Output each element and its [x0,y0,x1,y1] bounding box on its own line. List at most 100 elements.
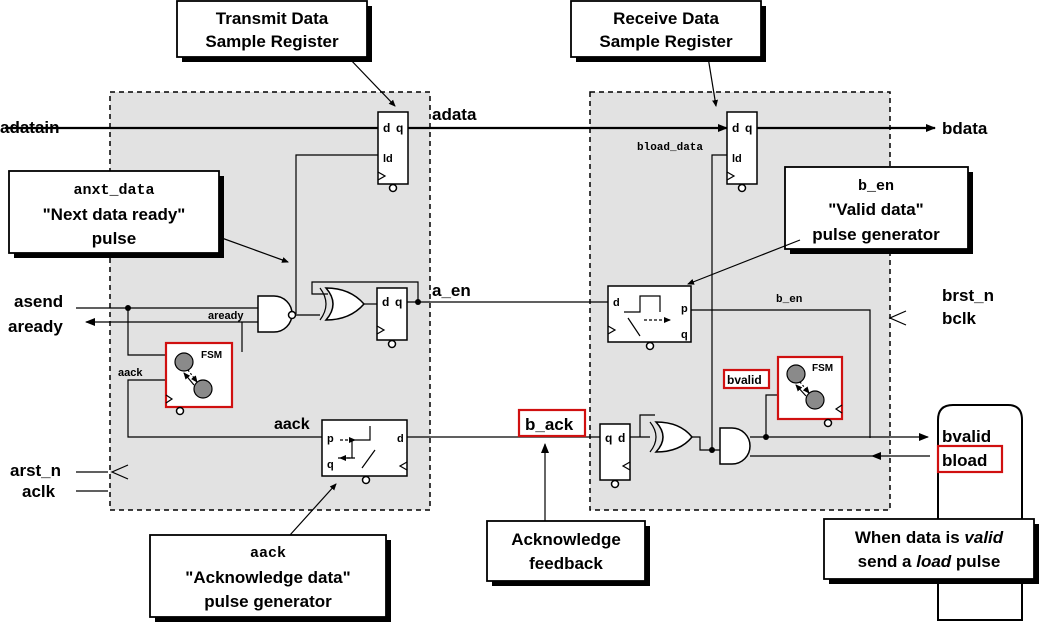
b-ack-highlight [517,408,587,438]
receive-callout-line-1: Receive Data [613,9,719,28]
brst-n-label: brst_n [942,286,994,305]
receive-register-callout: Receive Data Sample Register [570,0,766,62]
svg-text:d: d [613,297,620,309]
ack-feedback-callout: Acknowledge feedback [486,520,650,586]
load-pulse-line-1: When data is valid [855,528,1004,547]
svg-text:p: p [681,303,688,315]
anxt-data-callout-line-2: pulse [92,229,136,248]
ack-feedback-line-2: feedback [529,554,603,573]
bdata-label: bdata [942,119,988,138]
bload-label: bload [942,451,987,470]
aack-pulse-generator: p q d [321,419,408,485]
and-gate-bubble [287,310,297,320]
svg-text:d: d [732,121,739,135]
svg-text:p: p [327,433,334,445]
b-en-callout-line-2: pulse generator [812,225,940,244]
aclk-input-symbol [110,464,129,480]
fsm-state-2 [193,379,213,399]
anxt-data-callout-signal: anxt_data [73,182,154,199]
aclk-label: aclk [22,482,56,501]
a-en-junction [415,299,421,305]
b-en-pulse-generator: d p q [607,285,692,351]
transmit-callout-pointer [347,56,396,107]
bvalid-fsm-wire [765,394,778,437]
aack-feedback-wire [127,379,322,438]
fsm-state-1 [786,364,806,384]
bvalid-internal-label: bvalid [727,373,762,387]
aack-internal-label: aack [118,367,143,379]
bvalid-and-gate [719,427,751,465]
bload-data-label: bload_data [637,142,703,154]
asend-label: asend [14,292,63,311]
b-en-callout-pointer [687,239,801,285]
aready-label: aready [8,317,63,336]
svg-text:d: d [382,295,389,309]
svg-text:FSM: FSM [201,350,222,361]
transmit-register-callout: Transmit Data Sample Register [176,0,372,62]
receive-fsm: FSM [776,355,844,428]
adatain-label: adatain [0,118,60,137]
svg-text:d: d [397,433,404,445]
b-en-callout-signal: b_en [858,178,894,195]
bvalid-label: bvalid [942,427,991,446]
a-en-xor-gate [319,287,365,321]
transmit-callout-line-2: Sample Register [205,32,339,51]
fsm-state-2 [805,390,825,410]
aready-and-gate [257,295,293,333]
b-ack-label: b_ack [525,415,574,434]
bload-junction [709,447,715,453]
asend-fsm-wire [127,308,166,356]
svg-text:d: d [383,121,390,135]
transmit-fsm: FSM [164,341,234,416]
svg-text:q: q [395,295,402,309]
bclk-input-symbol [888,310,907,326]
b-en-label: b_en [776,294,802,306]
transmit-callout-line-1: Transmit Data [216,9,329,28]
aack-label: aack [274,416,310,433]
a-en-label: a_en [432,281,471,300]
receive-callout-pointer [707,56,718,107]
bclk-label: bclk [942,309,977,328]
svg-text:q: q [605,431,612,445]
aack-callout-signal: aack [250,545,286,562]
svg-text:d: d [618,431,625,445]
aack-callout-pointer [289,483,337,536]
b-valid-xor-gate [649,421,693,453]
load-pulse-callout: When data is valid send a load pulse [823,518,1039,584]
b-ack-flop: q d [599,423,631,489]
svg-text:FSM: FSM [812,363,833,374]
aack-callout-line-2: pulse generator [204,592,332,611]
bvalid-junction [763,434,769,440]
bvalid-internal-highlight [722,368,771,390]
svg-text:q: q [681,329,688,341]
b-en-callout-line-1: "Valid data" [828,200,923,219]
receive-data-register: d q ld [726,111,758,193]
svg-text:q: q [327,459,334,471]
adata-label: adata [432,105,477,124]
svg-text:ld: ld [383,153,393,165]
b-en-callout: b_en "Valid data" pulse generator [784,166,973,254]
aack-callout: aack "Acknowledge data" pulse generator [149,534,391,622]
anxt-data-wire [295,154,382,314]
ack-feedback-line-1: Acknowledge [511,530,621,549]
fsm-state-1 [174,352,194,372]
load-pulse-line-2: send a load pulse [858,552,1001,571]
anxt-data-callout: anxt_data "Next data ready" pulse [8,170,224,258]
aready-internal-label: aready [208,310,244,322]
anxt-data-callout-line-1: "Next data ready" [43,205,186,224]
arst-n-label: arst_n [10,461,61,480]
bload-data-wire [711,154,727,450]
a-en-flop: d q [376,287,408,349]
bload-highlight [936,444,1004,474]
aack-callout-line-1: "Acknowledge data" [185,568,350,587]
anxt-data-callout-pointer [218,236,289,263]
svg-text:q: q [745,121,752,135]
b-ack-xor-wire [639,414,655,437]
b-en-wire [691,309,871,438]
svg-text:q: q [396,121,403,135]
receive-callout-line-2: Sample Register [599,32,733,51]
svg-text:ld: ld [732,153,742,165]
transmit-data-register: d q ld [377,111,409,193]
